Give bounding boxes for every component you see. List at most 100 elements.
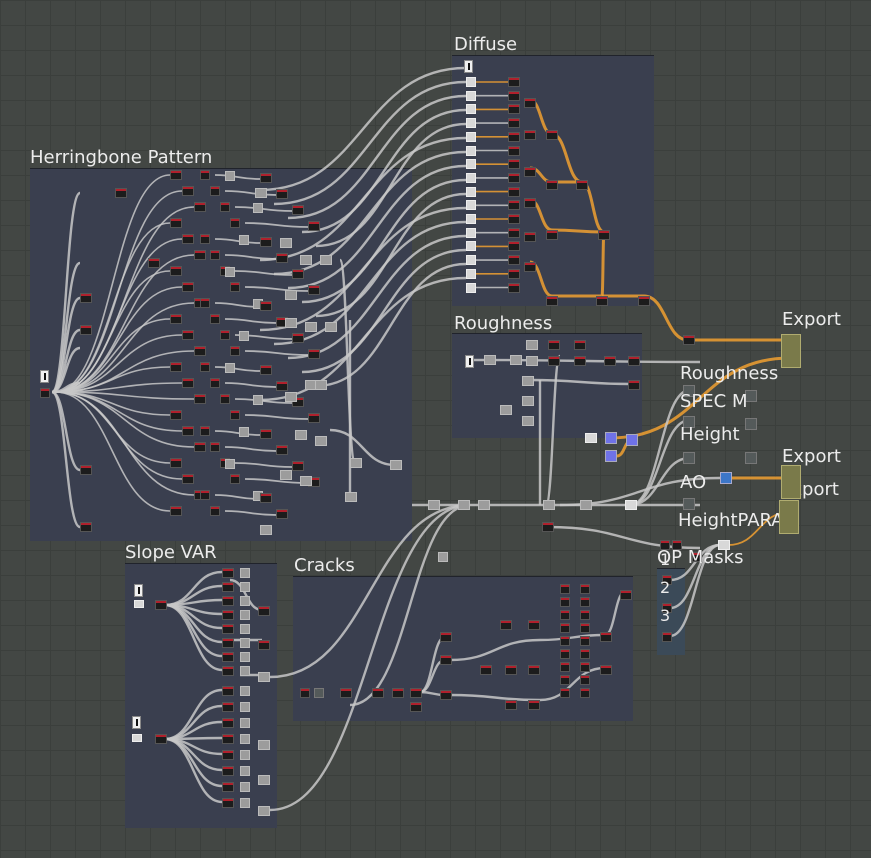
graph-node[interactable] xyxy=(528,665,540,675)
graph-node[interactable] xyxy=(253,203,263,213)
graph-node[interactable] xyxy=(662,632,672,642)
graph-node[interactable] xyxy=(466,159,476,170)
graph-node[interactable] xyxy=(596,296,608,306)
graph-node[interactable] xyxy=(240,750,250,760)
graph-node[interactable] xyxy=(300,255,312,265)
graph-node[interactable] xyxy=(182,186,194,196)
graph-node[interactable] xyxy=(194,202,206,212)
graph-node[interactable] xyxy=(170,410,182,420)
graph-node[interactable] xyxy=(239,235,249,245)
graph-node[interactable] xyxy=(524,262,536,272)
graph-node[interactable] xyxy=(276,381,288,391)
frame-title-roughness[interactable]: Roughness xyxy=(454,313,553,334)
graph-node[interactable] xyxy=(295,430,307,440)
graph-node[interactable] xyxy=(466,145,476,156)
graph-node[interactable] xyxy=(155,734,167,744)
graph-node[interactable] xyxy=(500,405,512,415)
graph-node[interactable] xyxy=(240,652,250,662)
graph-node[interactable] xyxy=(528,700,540,710)
graph-node[interactable] xyxy=(240,798,250,808)
graph-node[interactable] xyxy=(308,221,320,231)
graph-node[interactable] xyxy=(240,666,250,676)
graph-node[interactable] xyxy=(80,465,92,475)
graph-node[interactable] xyxy=(258,740,270,750)
input-node[interactable] xyxy=(465,355,474,368)
graph-node[interactable] xyxy=(580,597,590,607)
export-node-3[interactable] xyxy=(779,500,799,534)
graph-node[interactable] xyxy=(170,218,182,228)
frame-title-herringbone[interactable]: Herringbone Pattern xyxy=(30,147,213,168)
graph-node[interactable] xyxy=(222,610,234,620)
graph-node[interactable] xyxy=(466,186,476,197)
graph-node[interactable] xyxy=(260,301,272,311)
graph-node[interactable] xyxy=(522,396,534,406)
graph-node[interactable] xyxy=(260,173,272,183)
graph-node[interactable] xyxy=(580,688,590,698)
graph-node[interactable] xyxy=(315,380,327,390)
graph-node[interactable] xyxy=(170,362,182,372)
graph-node[interactable] xyxy=(350,458,362,468)
graph-node[interactable] xyxy=(200,362,210,372)
graph-node[interactable] xyxy=(560,623,570,633)
graph-node[interactable] xyxy=(508,241,520,252)
graph-node[interactable] xyxy=(428,500,440,510)
graph-node[interactable] xyxy=(200,426,210,436)
graph-node[interactable] xyxy=(560,662,570,672)
graph-node[interactable] xyxy=(222,582,234,592)
graph-node[interactable] xyxy=(500,620,512,630)
graph-node[interactable] xyxy=(505,665,517,675)
graph-node[interactable] xyxy=(222,798,234,808)
graph-node[interactable] xyxy=(692,552,702,562)
graph-node[interactable] xyxy=(222,596,234,606)
graph-node[interactable] xyxy=(210,378,220,388)
graph-node[interactable] xyxy=(600,665,612,675)
frame-title-slope-var[interactable]: Slope VAR xyxy=(125,542,217,563)
graph-node[interactable] xyxy=(508,104,520,115)
graph-node[interactable] xyxy=(222,734,234,744)
graph-node[interactable] xyxy=(466,227,476,238)
graph-node[interactable] xyxy=(240,782,250,792)
graph-node[interactable] xyxy=(580,584,590,594)
graph-node[interactable] xyxy=(182,282,194,292)
graph-node[interactable] xyxy=(240,702,250,712)
graph-node[interactable] xyxy=(604,356,616,366)
graph-node[interactable] xyxy=(526,356,538,366)
graph-node[interactable] xyxy=(220,202,230,212)
graph-node[interactable] xyxy=(240,766,250,776)
graph-node[interactable] xyxy=(345,492,357,502)
graph-node[interactable] xyxy=(410,688,422,698)
graph-node[interactable] xyxy=(585,433,597,443)
frame-title-op-masks[interactable]: OP Masks xyxy=(657,547,744,568)
graph-node[interactable] xyxy=(745,418,757,430)
graph-node[interactable] xyxy=(508,159,520,170)
graph-node[interactable] xyxy=(115,188,127,198)
graph-node[interactable] xyxy=(258,775,270,785)
graph-node[interactable] xyxy=(580,610,590,620)
graph-node[interactable] xyxy=(220,330,230,340)
graph-node[interactable] xyxy=(300,476,312,486)
graph-node[interactable] xyxy=(466,268,476,279)
graph-node[interactable] xyxy=(484,355,496,365)
graph-node[interactable] xyxy=(508,131,520,142)
graph-node[interactable] xyxy=(240,638,250,648)
graph-node[interactable] xyxy=(182,330,194,340)
graph-node[interactable] xyxy=(258,640,270,650)
graph-node[interactable] xyxy=(466,282,476,293)
graph-node[interactable] xyxy=(194,250,206,260)
graph-node[interactable] xyxy=(285,290,297,300)
graph-node[interactable] xyxy=(466,90,476,101)
graph-node[interactable] xyxy=(285,392,297,402)
graph-node[interactable] xyxy=(508,200,520,211)
graph-node[interactable] xyxy=(508,118,520,129)
graph-node[interactable] xyxy=(314,688,324,698)
graph-node[interactable] xyxy=(683,452,695,464)
graph-node[interactable] xyxy=(200,234,210,244)
frame-roughness[interactable] xyxy=(452,333,642,438)
graph-node[interactable] xyxy=(546,180,558,190)
graph-node[interactable] xyxy=(466,214,476,224)
graph-node[interactable] xyxy=(628,356,640,366)
graph-node[interactable] xyxy=(222,718,234,728)
graph-node[interactable] xyxy=(222,702,234,712)
graph-node[interactable] xyxy=(466,172,476,183)
